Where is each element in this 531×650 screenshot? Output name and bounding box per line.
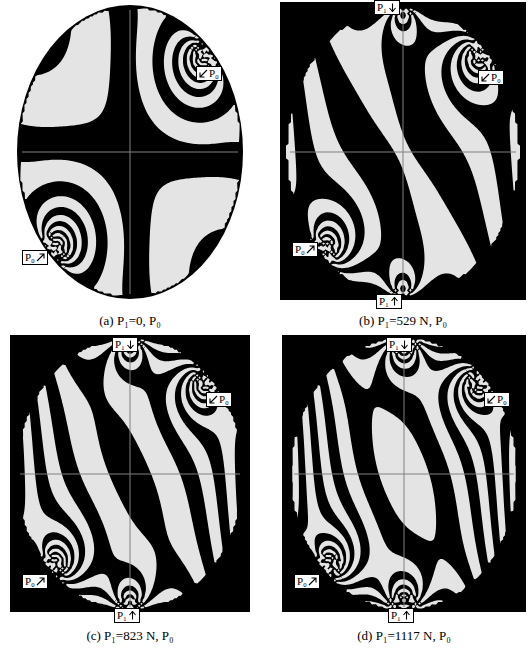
load-label: P₀	[25, 575, 35, 588]
load-arrow	[390, 297, 399, 306]
load-arrow	[128, 611, 137, 620]
load-arrow	[36, 577, 45, 586]
panel-ground	[10, 335, 250, 612]
load-arrow	[308, 577, 317, 586]
light-fringe	[286, 9, 520, 296]
load-label-box: P₀	[292, 242, 318, 257]
load-label: P₁	[377, 1, 387, 14]
panel-caption: (b) P₁=529 N, P₀	[359, 313, 447, 328]
load-label-box: P₀	[22, 250, 48, 265]
load-arrow	[36, 253, 45, 262]
load-label: P₀	[491, 71, 501, 84]
fringe-panel	[282, 335, 526, 612]
panel-caption: (d) P₁=1117 N, P₀	[357, 628, 450, 643]
load-arrow	[402, 611, 411, 620]
load-label-box: P₁	[114, 608, 140, 623]
load-label-box: P₀	[478, 70, 504, 85]
load-arrow	[199, 69, 208, 78]
load-arrow	[400, 340, 409, 349]
load-label: P₁	[117, 609, 127, 622]
load-label: P₀	[297, 575, 307, 588]
cross-line	[130, 10, 131, 294]
load-label-box: P₀	[206, 392, 232, 407]
load-label: P₀	[497, 393, 507, 406]
cross-line	[130, 341, 131, 607]
fringe-panel	[10, 335, 250, 612]
load-label-box: P₀	[294, 574, 320, 589]
load-label: P₁	[379, 295, 389, 308]
load-arrow	[126, 340, 135, 349]
panel-caption: (a) P₁=0, P₀	[99, 313, 161, 328]
load-label: P₁	[389, 338, 399, 351]
disc-edge	[17, 5, 243, 299]
load-label-box: P₁	[386, 337, 412, 352]
load-label: P₀	[25, 251, 35, 264]
load-label: P₀	[209, 67, 219, 80]
load-label: P₀	[219, 393, 229, 406]
load-label: P₁	[391, 609, 401, 622]
load-label-box: P₀	[484, 392, 510, 407]
load-label-box: P₁	[112, 337, 138, 352]
cross-line	[404, 341, 405, 607]
load-arrow	[487, 395, 496, 404]
load-arrow	[388, 3, 397, 12]
load-arrow	[306, 245, 315, 254]
load-arrow	[209, 395, 218, 404]
load-label-box: P₀	[196, 66, 222, 81]
cross-line	[403, 10, 404, 294]
load-label-box: P₀	[22, 574, 48, 589]
load-label-box: P₁	[376, 294, 402, 309]
load-label-box: P₁	[388, 608, 414, 623]
light-fringe	[20, 8, 239, 295]
load-arrow	[481, 73, 490, 82]
load-label: P₀	[295, 243, 305, 256]
load-label-box: P₁	[374, 0, 400, 15]
panel-ground	[282, 335, 526, 612]
panel-ground	[10, 2, 250, 300]
load-label: P₁	[115, 338, 125, 351]
fringe-panel	[280, 2, 526, 300]
fringe-panel	[10, 2, 250, 300]
panel-caption: (c) P₁=823 N, P₀	[86, 628, 173, 643]
panel-ground	[280, 2, 526, 300]
light-fringe	[292, 337, 516, 611]
